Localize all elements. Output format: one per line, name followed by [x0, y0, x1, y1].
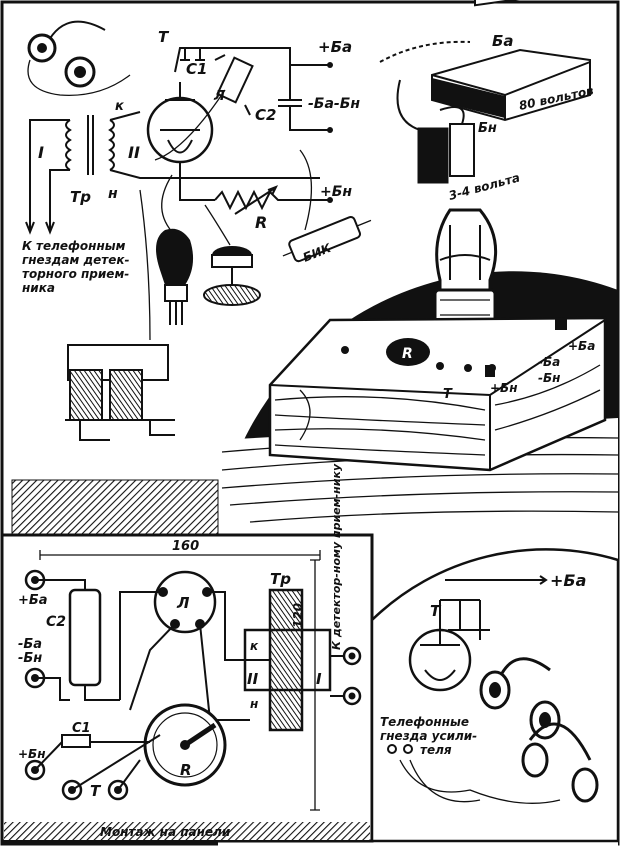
hatched-base: [11, 479, 219, 536]
note-line-4: ника: [22, 281, 55, 295]
label-T: Т: [158, 28, 170, 46]
pan-label-minus-ba: -Ба: [18, 637, 42, 652]
label-minus-ba-bn: -Ба-Бн: [308, 96, 360, 112]
transformer-panel: [268, 588, 304, 732]
label-R: R: [255, 213, 267, 232]
caption: Монтаж на панели: [100, 825, 231, 839]
note-line-1: К телефонным: [22, 239, 126, 253]
label-n: н: [108, 186, 118, 202]
label-battery-bn: Бн: [478, 121, 497, 136]
tube-small-icon: [156, 228, 194, 325]
pan-label-Tr: Тр: [270, 570, 291, 588]
amplifier-box: [268, 316, 607, 472]
label-L: Л: [213, 89, 225, 104]
label-I: I: [38, 143, 44, 162]
label-Tr: Тр: [70, 188, 91, 206]
headphones-icon: [27, 20, 131, 96]
label-C2: C2: [255, 106, 276, 124]
pan-label-C2: C2: [46, 614, 66, 630]
box-label-R: R: [402, 346, 413, 362]
box-label-plus-bn: +Бн: [490, 381, 518, 395]
pan-label-n: н: [250, 697, 258, 711]
pan-label-k: к: [250, 639, 259, 653]
note-line-3: торного прием-: [22, 267, 129, 281]
dim-160: 160: [172, 539, 199, 554]
pan-label-II: II: [247, 670, 259, 688]
label-battery-ba: Ба: [492, 32, 514, 50]
box-label-plus-ba: +Ба: [568, 339, 595, 353]
pan-label-L: Л: [176, 594, 190, 612]
note-line-2: гнездам детек-: [22, 253, 130, 267]
battery-ba: [379, 0, 591, 122]
tube-socket: [153, 570, 217, 634]
side-note: К детектор-ному прием-нику: [330, 463, 343, 650]
box-label-minus-bn: -Бн: [538, 371, 560, 385]
label-k: к: [115, 99, 125, 114]
label-C1: C1: [186, 60, 207, 78]
pan-label-minus-bn: -Бн: [18, 651, 42, 666]
inset-note-2: гнезда усили-: [380, 729, 477, 743]
transformer-icon: [65, 344, 175, 441]
pan-label-plus-ba: +Ба: [18, 593, 48, 608]
label-II: II: [128, 143, 140, 162]
schematic-top: [25, 20, 372, 341]
label-plus-bn: +Бн: [320, 184, 352, 200]
inset-note-3: теля: [420, 743, 452, 757]
pan-label-C1: C1: [72, 721, 91, 736]
pan-label-I: I: [316, 670, 322, 688]
inset-schematic: [387, 575, 599, 804]
inset-label-T: Т: [430, 602, 442, 620]
rheostat-icon: [203, 246, 261, 306]
terminal-det-1: [342, 646, 362, 666]
pan-label-R: R: [180, 761, 192, 779]
tube-illustration: [433, 208, 498, 337]
box-label-T: Т: [443, 387, 453, 402]
panel-wiring: [24, 550, 362, 811]
pan-label-T: Т: [90, 782, 102, 800]
inset-label-plus-ba: +Ба: [550, 571, 586, 590]
box-label-minus-ba: -Ба: [538, 355, 560, 369]
dim-120: 120: [291, 603, 305, 628]
battery-bn: [396, 79, 475, 184]
label-plus-ba: +Ба: [318, 38, 352, 56]
inset-note-1: Телефонные: [380, 715, 469, 729]
capacitor-c2: [68, 588, 102, 687]
terminal-det-2: [342, 686, 362, 706]
pan-label-plus-bn: +Бн: [18, 747, 46, 761]
caption-bar: [4, 822, 370, 840]
